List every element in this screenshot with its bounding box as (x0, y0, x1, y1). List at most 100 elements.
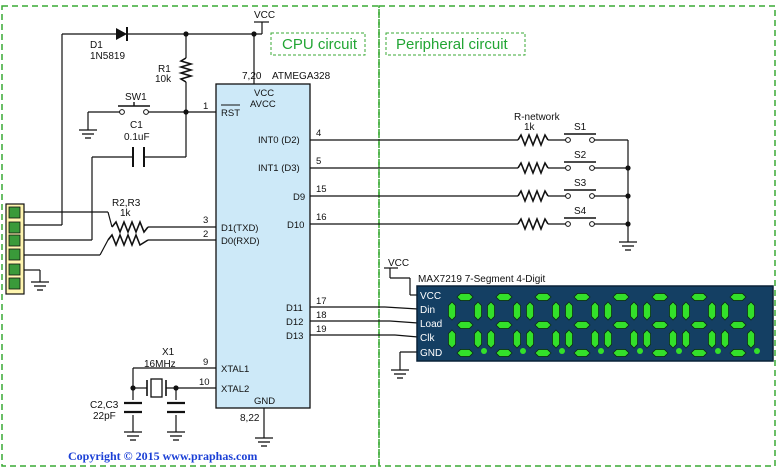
segment (552, 301, 560, 321)
peripheral-section-border (378, 5, 776, 467)
switch-s2 (564, 161, 596, 171)
digit-1 (448, 293, 487, 357)
mcu-name: ATMEGA328 (272, 71, 331, 82)
segment (456, 293, 474, 301)
segment (682, 301, 690, 321)
d1-ref: D1 (90, 40, 103, 51)
gnd-symbol-c2 (124, 431, 142, 441)
digit-4 (565, 293, 604, 357)
r23-value: 1k (120, 208, 132, 219)
segment (495, 321, 513, 329)
c23-ref: C2,C3 (90, 400, 119, 411)
display-pin-load: Load (420, 319, 442, 330)
segment (604, 329, 612, 349)
mcu-pin-xtal1: XTAL1 (221, 364, 249, 375)
pin-number-2: 2 (203, 229, 208, 240)
display-pin-vcc: VCC (420, 291, 441, 302)
sw1-ref: SW1 (125, 92, 147, 103)
peripheral-section-label: Peripheral circuit (396, 36, 509, 53)
serial-connector (5, 203, 25, 295)
mcu-pin-avcc: AVCC (250, 99, 276, 110)
mcu-pin-d9: D9 (293, 192, 305, 203)
resistor-r3 (107, 232, 149, 248)
segment (573, 321, 591, 329)
segment (630, 301, 638, 321)
decimal-point (598, 348, 604, 354)
mcu-pin-d0-rxd: D0(RXD) (221, 236, 260, 247)
switch-sw1 (118, 102, 150, 115)
segment (474, 301, 482, 321)
gnd-symbol-switches (619, 241, 637, 251)
digit-7 (682, 293, 721, 357)
segment (591, 301, 599, 321)
mcu-chip (215, 83, 311, 409)
segment (448, 329, 456, 349)
cpu-section-label-box (270, 32, 366, 56)
mcu-pin-d12: D12 (286, 317, 303, 328)
display-pin-gnd: GND (420, 348, 442, 359)
decimal-point (715, 348, 721, 354)
segment (669, 301, 677, 321)
pin-number-17: 17 (316, 296, 327, 307)
gnd-symbol-sw1 (79, 129, 97, 139)
segment (565, 329, 573, 349)
mcu-pin-rst: RST (221, 108, 240, 119)
segment (643, 301, 651, 321)
gnd-symbol-connector (31, 281, 49, 291)
gnd-symbol-c3 (167, 431, 185, 441)
rnet-ref: R-network (514, 112, 561, 123)
segment (456, 349, 474, 357)
segment (448, 301, 456, 321)
switch-s1 (564, 133, 596, 143)
pin-number-10: 10 (199, 377, 210, 388)
segment (573, 349, 591, 357)
segment (690, 349, 708, 357)
junctions (130, 31, 631, 391)
digit-6 (643, 293, 682, 357)
segment (474, 329, 482, 349)
segment (526, 329, 534, 349)
digit-8 (721, 293, 760, 357)
cpu-section-label: CPU circuit (282, 36, 358, 53)
mcu-pin-d13: D13 (286, 331, 303, 342)
s4-label: S4 (574, 206, 587, 217)
pin-number-9: 9 (203, 357, 208, 368)
mcu-pin-gnd: GND (254, 396, 275, 407)
digit-5 (604, 293, 643, 357)
segment (534, 293, 552, 301)
vcc-top-label: VCC (254, 10, 275, 21)
segment (729, 293, 747, 301)
crystal-x1 (146, 378, 167, 398)
segment (721, 301, 729, 321)
segment (495, 349, 513, 357)
digit-3 (526, 293, 565, 357)
decimal-point (559, 348, 565, 354)
segment (643, 329, 651, 349)
pin-number-18: 18 (316, 310, 327, 321)
segment (552, 329, 560, 349)
s3-label: S3 (574, 178, 587, 189)
wires (24, 21, 629, 438)
pin-number-19: 19 (316, 324, 327, 335)
copyright-text: Copyright © 2015 www.praphas.com (68, 449, 257, 463)
segment (690, 293, 708, 301)
c1-value: 0.1uF (124, 132, 150, 143)
decimal-point (637, 348, 643, 354)
pin-number-15: 15 (316, 184, 327, 195)
mcu-pin-d10: D10 (287, 220, 304, 231)
cpu-section-border (1, 5, 380, 467)
segment (708, 329, 716, 349)
diode-d1 (116, 27, 128, 41)
segment (487, 329, 495, 349)
segment (747, 329, 755, 349)
segment (495, 293, 513, 301)
capacitor-c2 (124, 401, 142, 414)
s1-label: S1 (574, 122, 587, 133)
segment (651, 349, 669, 357)
resistor-r1 (178, 57, 194, 83)
mcu-pin-xtal2: XTAL2 (221, 384, 249, 395)
segment (721, 329, 729, 349)
digit-2 (487, 293, 526, 357)
segment (708, 301, 716, 321)
